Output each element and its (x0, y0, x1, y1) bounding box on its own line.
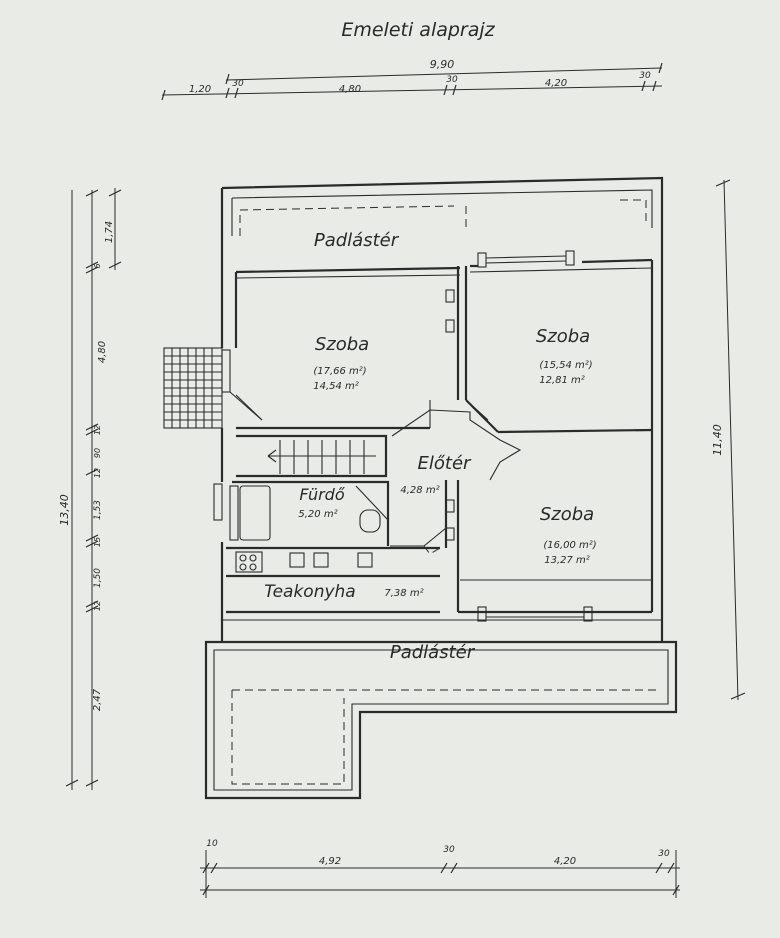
dim-left-9: 1,50 (93, 568, 103, 588)
plan-title: Emeleti alaprajz (341, 19, 495, 41)
room3-area-b: 13,27 m² (544, 555, 590, 566)
attic-bottom-label: Padlástér (390, 642, 476, 663)
dim-left-6: 12 (93, 468, 102, 478)
dim-left-11: 2,47 (92, 688, 103, 711)
dim-top-6: 30 (639, 71, 651, 81)
room1-area-a: (17,66 m²) (313, 366, 366, 377)
dim-left-4: 12 (93, 425, 102, 435)
dim-left-8: 15 (93, 537, 102, 547)
dim-top-1: 1,20 (189, 84, 211, 95)
dim-left-2: 6 (93, 263, 102, 268)
kitchen-name: Teakonyha (264, 582, 355, 602)
room2-name: Szoba (536, 326, 590, 347)
room2-area-a: (15,54 m²) (539, 360, 592, 371)
bath-name: Fürdő (299, 485, 344, 504)
dim-top-3: 4,80 (339, 84, 361, 95)
bathtub (239, 485, 271, 541)
dim-left-1: 1,74 (104, 221, 115, 243)
kitchen-area: 7,38 m² (384, 588, 423, 599)
dim-bottom-5: 30 (658, 849, 670, 859)
dim-top-2: 30 (232, 79, 244, 89)
left-dimension-chain: 13,40 1,74 6 4,80 12 90 12 1,53 15 1,50 … (58, 188, 122, 790)
dim-left-7: 1,53 (93, 500, 103, 520)
sink (289, 552, 305, 568)
hall-area: 4,28 m² (400, 485, 439, 496)
dim-bottom-1: 10 (206, 839, 218, 849)
dim-left-5: 90 (93, 448, 102, 458)
bath-area: 5,20 m² (298, 509, 337, 520)
right-dimension: 11,40 (711, 179, 746, 701)
dim-bottom-2: 4,92 (319, 856, 341, 867)
room1-name: Szoba (315, 334, 369, 355)
dim-bottom-3: 30 (443, 845, 455, 855)
dim-left-10: 12 (93, 601, 102, 611)
attic-top-label: Padlástér (314, 230, 400, 251)
dim-top-4: 30 (446, 75, 458, 85)
dim-left-3: 4,80 (97, 341, 108, 363)
room3-name: Szoba (540, 504, 594, 525)
dim-left-total: 13,40 (58, 494, 71, 526)
dim-bottom-4: 4,20 (554, 856, 576, 867)
hall-name: Előtér (418, 453, 473, 474)
bottom-dimension-chain: 10 4,92 30 4,20 30 (200, 839, 680, 898)
room3-area-a: (16,00 m²) (543, 540, 596, 551)
dim-top-5: 4,20 (545, 78, 567, 89)
toilet (359, 509, 381, 533)
room1-area-b: 14,54 m² (313, 381, 359, 392)
top-dimension-chain: 9,90 1,20 30 4,80 30 4,20 30 (161, 58, 663, 101)
dim-right-total: 11,40 (711, 424, 724, 456)
building-walls (163, 176, 678, 800)
dim-top-total: 9,90 (430, 58, 455, 71)
stove (235, 551, 263, 573)
room2-area-b: 12,81 m² (539, 375, 585, 386)
